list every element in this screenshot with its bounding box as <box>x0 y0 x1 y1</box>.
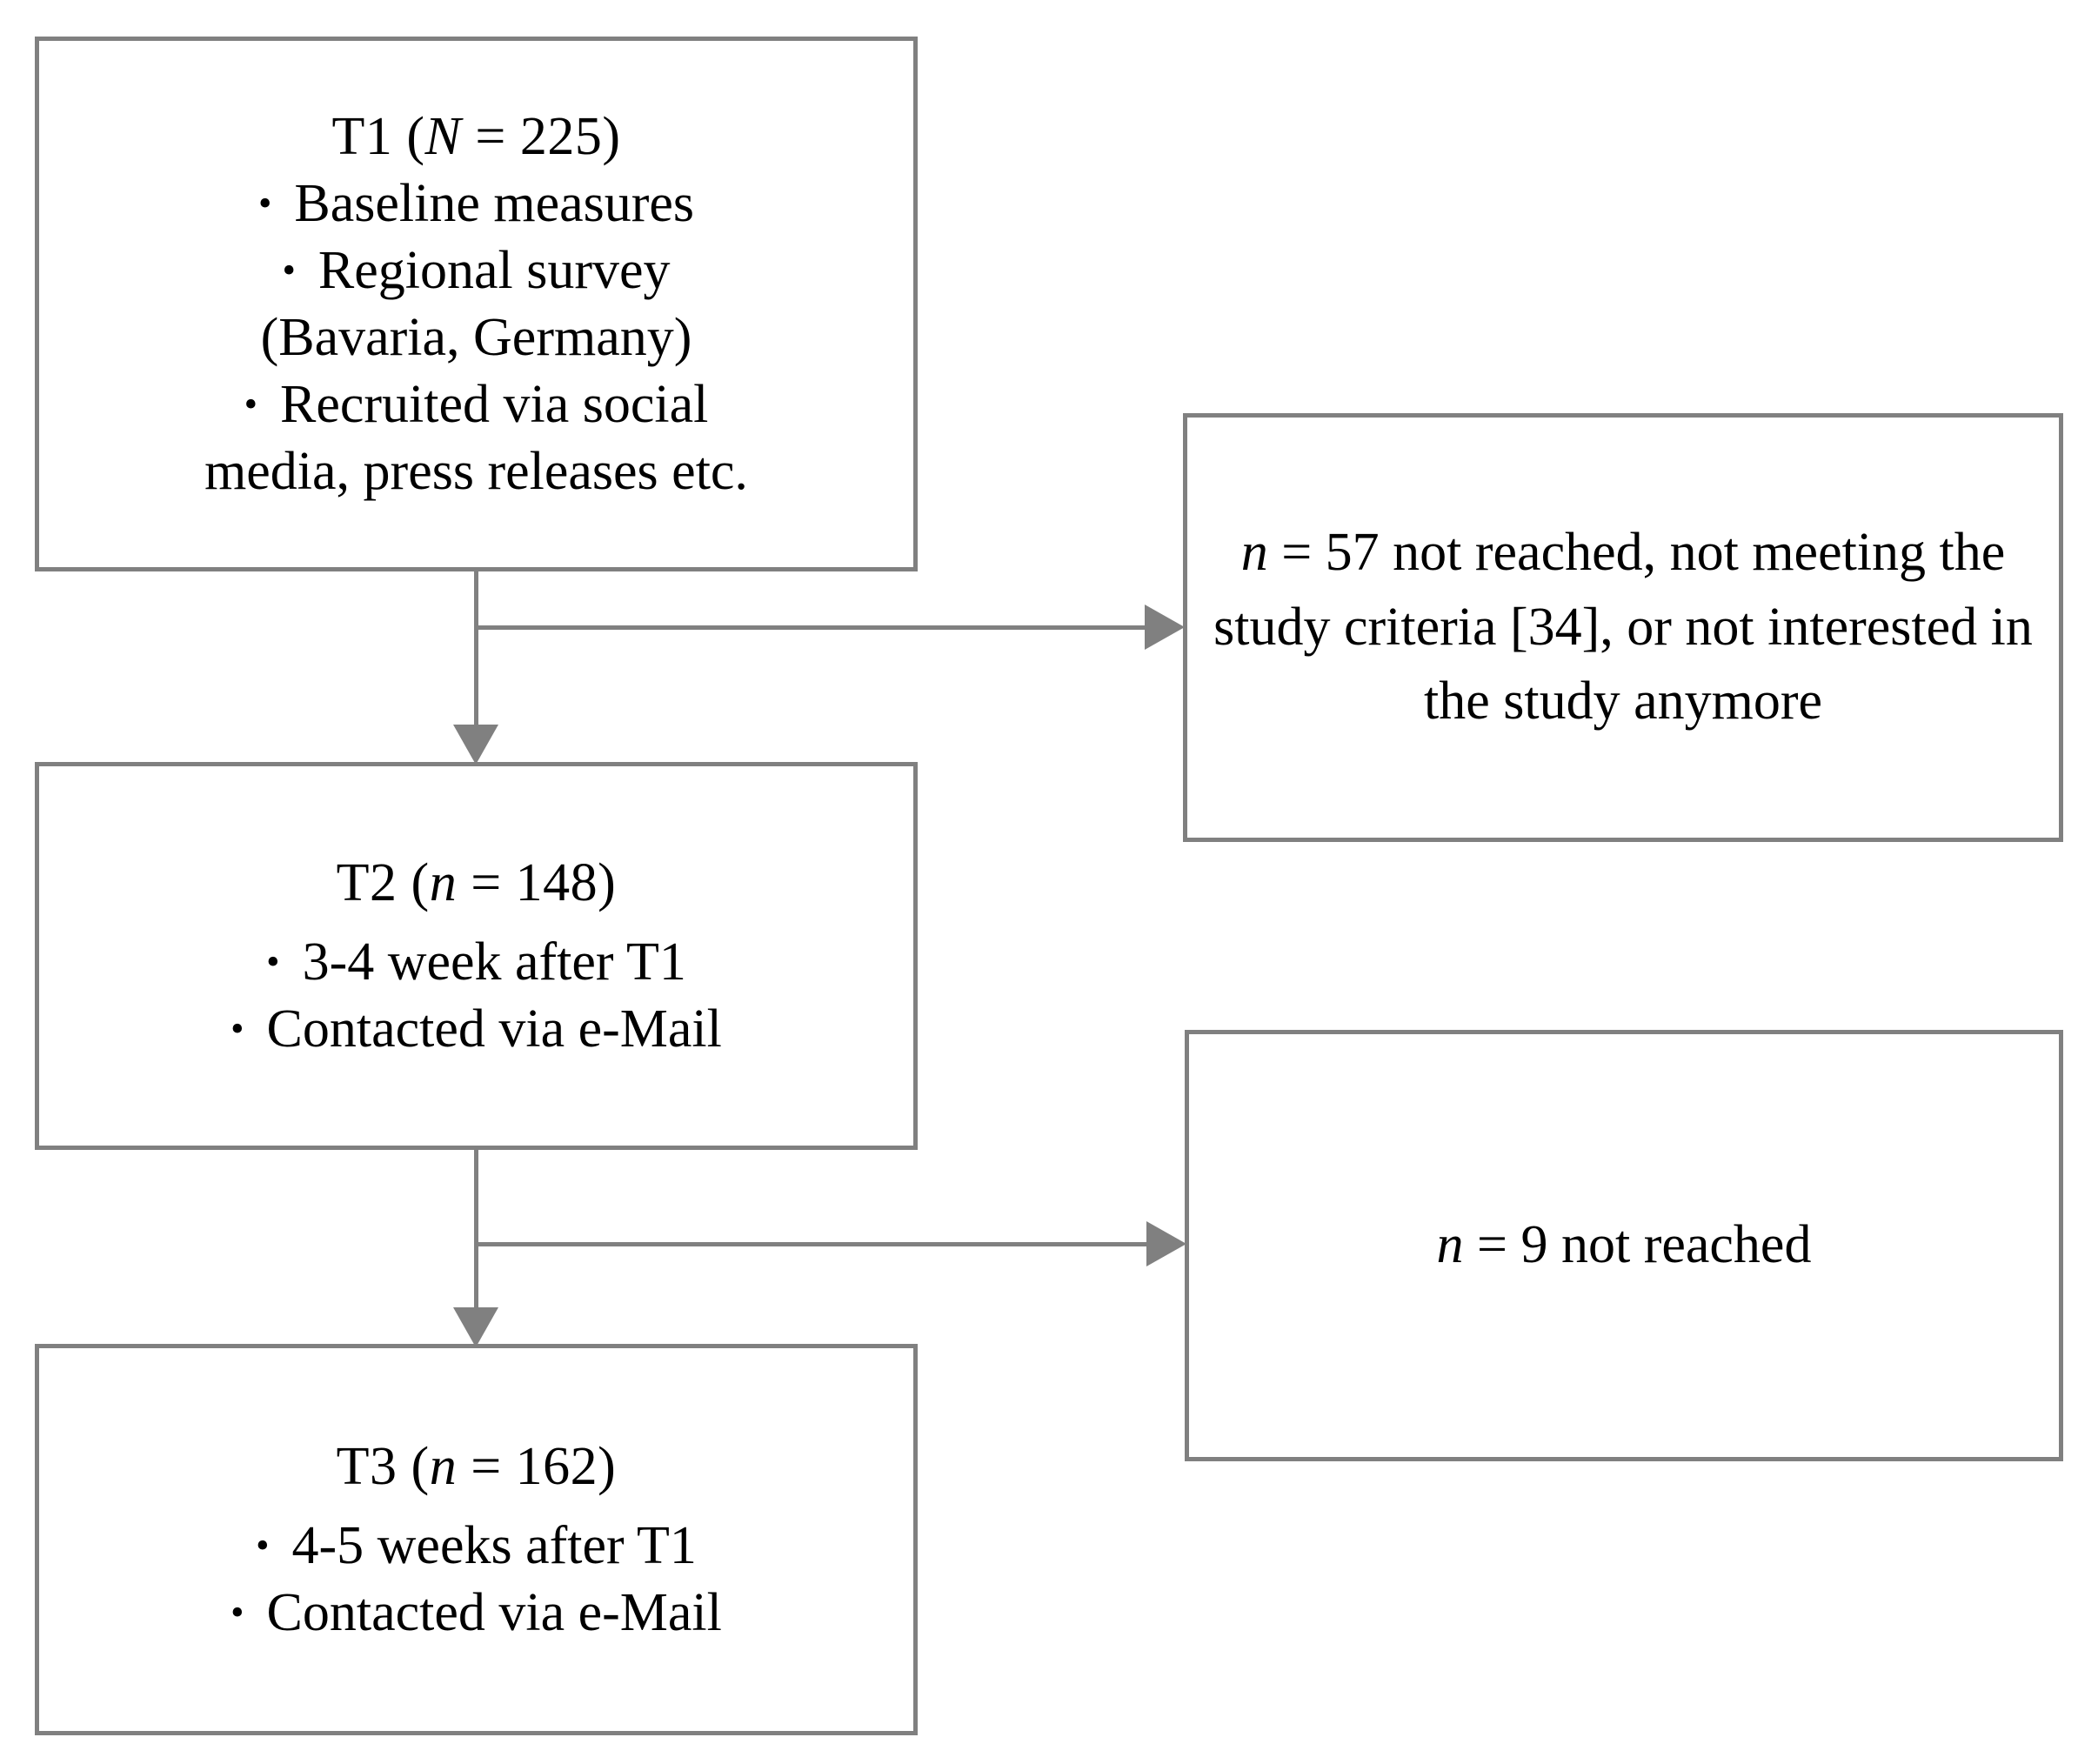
list-item: • Regional survey <box>39 237 913 304</box>
bullet-icon: • <box>244 382 258 425</box>
list-item: • Baseline measures <box>39 170 913 237</box>
node-t1-title-symbol: N <box>424 107 462 167</box>
connector-t2-to-t3-line <box>474 1150 478 1313</box>
bullet-icon: • <box>256 1524 270 1567</box>
list-item: • Contacted via e-Mail <box>39 996 913 1063</box>
list-item-continuation: (Bavaria, Germany) <box>260 308 692 368</box>
node-t3: T3 (n = 162) • 4-5 weeks after T1 • Cont… <box>35 1344 918 1735</box>
bullet-icon: • <box>257 182 272 225</box>
bullet-icon: • <box>266 940 280 984</box>
list-item-label: 4-5 weeks after T1 <box>291 1516 697 1576</box>
node-dropout-2-text: n = 9 not reached <box>1436 1215 1812 1275</box>
list-item: • 3-4 week after T1 <box>39 929 913 996</box>
node-dropout-1-symbol: n <box>1240 523 1268 583</box>
node-t1-bullets: • Baseline measures • Regional survey (B… <box>39 170 913 504</box>
node-t3-bullets: • 4-5 weeks after T1 • Contacted via e-M… <box>39 1513 913 1647</box>
list-item-label: Recruited via social <box>280 374 709 434</box>
connector-t1-to-t2-arrowhead <box>453 725 498 765</box>
connector-t1-to-dropout-1-line <box>474 625 1148 630</box>
connector-t1-to-t2-line <box>474 571 478 730</box>
node-dropout-1: n = 57 not reached, not meeting the stud… <box>1183 413 2063 842</box>
node-t2-bullets: • 3-4 week after T1 • Contacted via e-Ma… <box>39 929 913 1063</box>
node-t1: T1 (N = 225) • Baseline measures • Regio… <box>35 37 918 571</box>
list-item: • Recruited via social <box>39 371 913 438</box>
list-item-continuation: media, press releases etc. <box>204 441 748 501</box>
list-item-label: Baseline measures <box>294 174 695 234</box>
node-t2: T2 (n = 148) • 3-4 week after T1 • Conta… <box>35 762 918 1150</box>
bullet-icon: • <box>231 1591 244 1634</box>
node-t1-title: T1 (N = 225) <box>331 107 621 167</box>
node-t2-title: T2 (n = 148) <box>336 853 617 913</box>
node-dropout-2: n = 9 not reached <box>1185 1030 2063 1461</box>
node-dropout-1-text: n = 57 not reached, not meeting the stud… <box>1213 523 2033 732</box>
list-item-label: 3-4 week after T1 <box>302 932 686 992</box>
node-t3-title: T3 (n = 162) <box>336 1437 617 1497</box>
list-item-label: Contacted via e-Mail <box>266 1583 722 1643</box>
list-item-label: Regional survey <box>317 241 671 301</box>
node-t3-title-symbol: n <box>429 1437 458 1497</box>
connector-t2-to-t3-arrowhead <box>453 1307 498 1347</box>
connector-t2-to-dropout-2-line <box>474 1242 1150 1246</box>
connector-t1-to-dropout-1-arrowhead <box>1145 605 1185 650</box>
node-dropout-2-symbol: n <box>1436 1215 1464 1275</box>
bullet-icon: • <box>282 249 296 292</box>
connector-t2-to-dropout-2-arrowhead <box>1146 1221 1186 1266</box>
list-item-label: Contacted via e-Mail <box>266 999 722 1059</box>
node-t2-title-symbol: n <box>429 853 458 913</box>
bullet-icon: • <box>231 1007 244 1051</box>
list-item: • 4-5 weeks after T1 <box>39 1513 913 1580</box>
list-item: • Contacted via e-Mail <box>39 1580 913 1647</box>
